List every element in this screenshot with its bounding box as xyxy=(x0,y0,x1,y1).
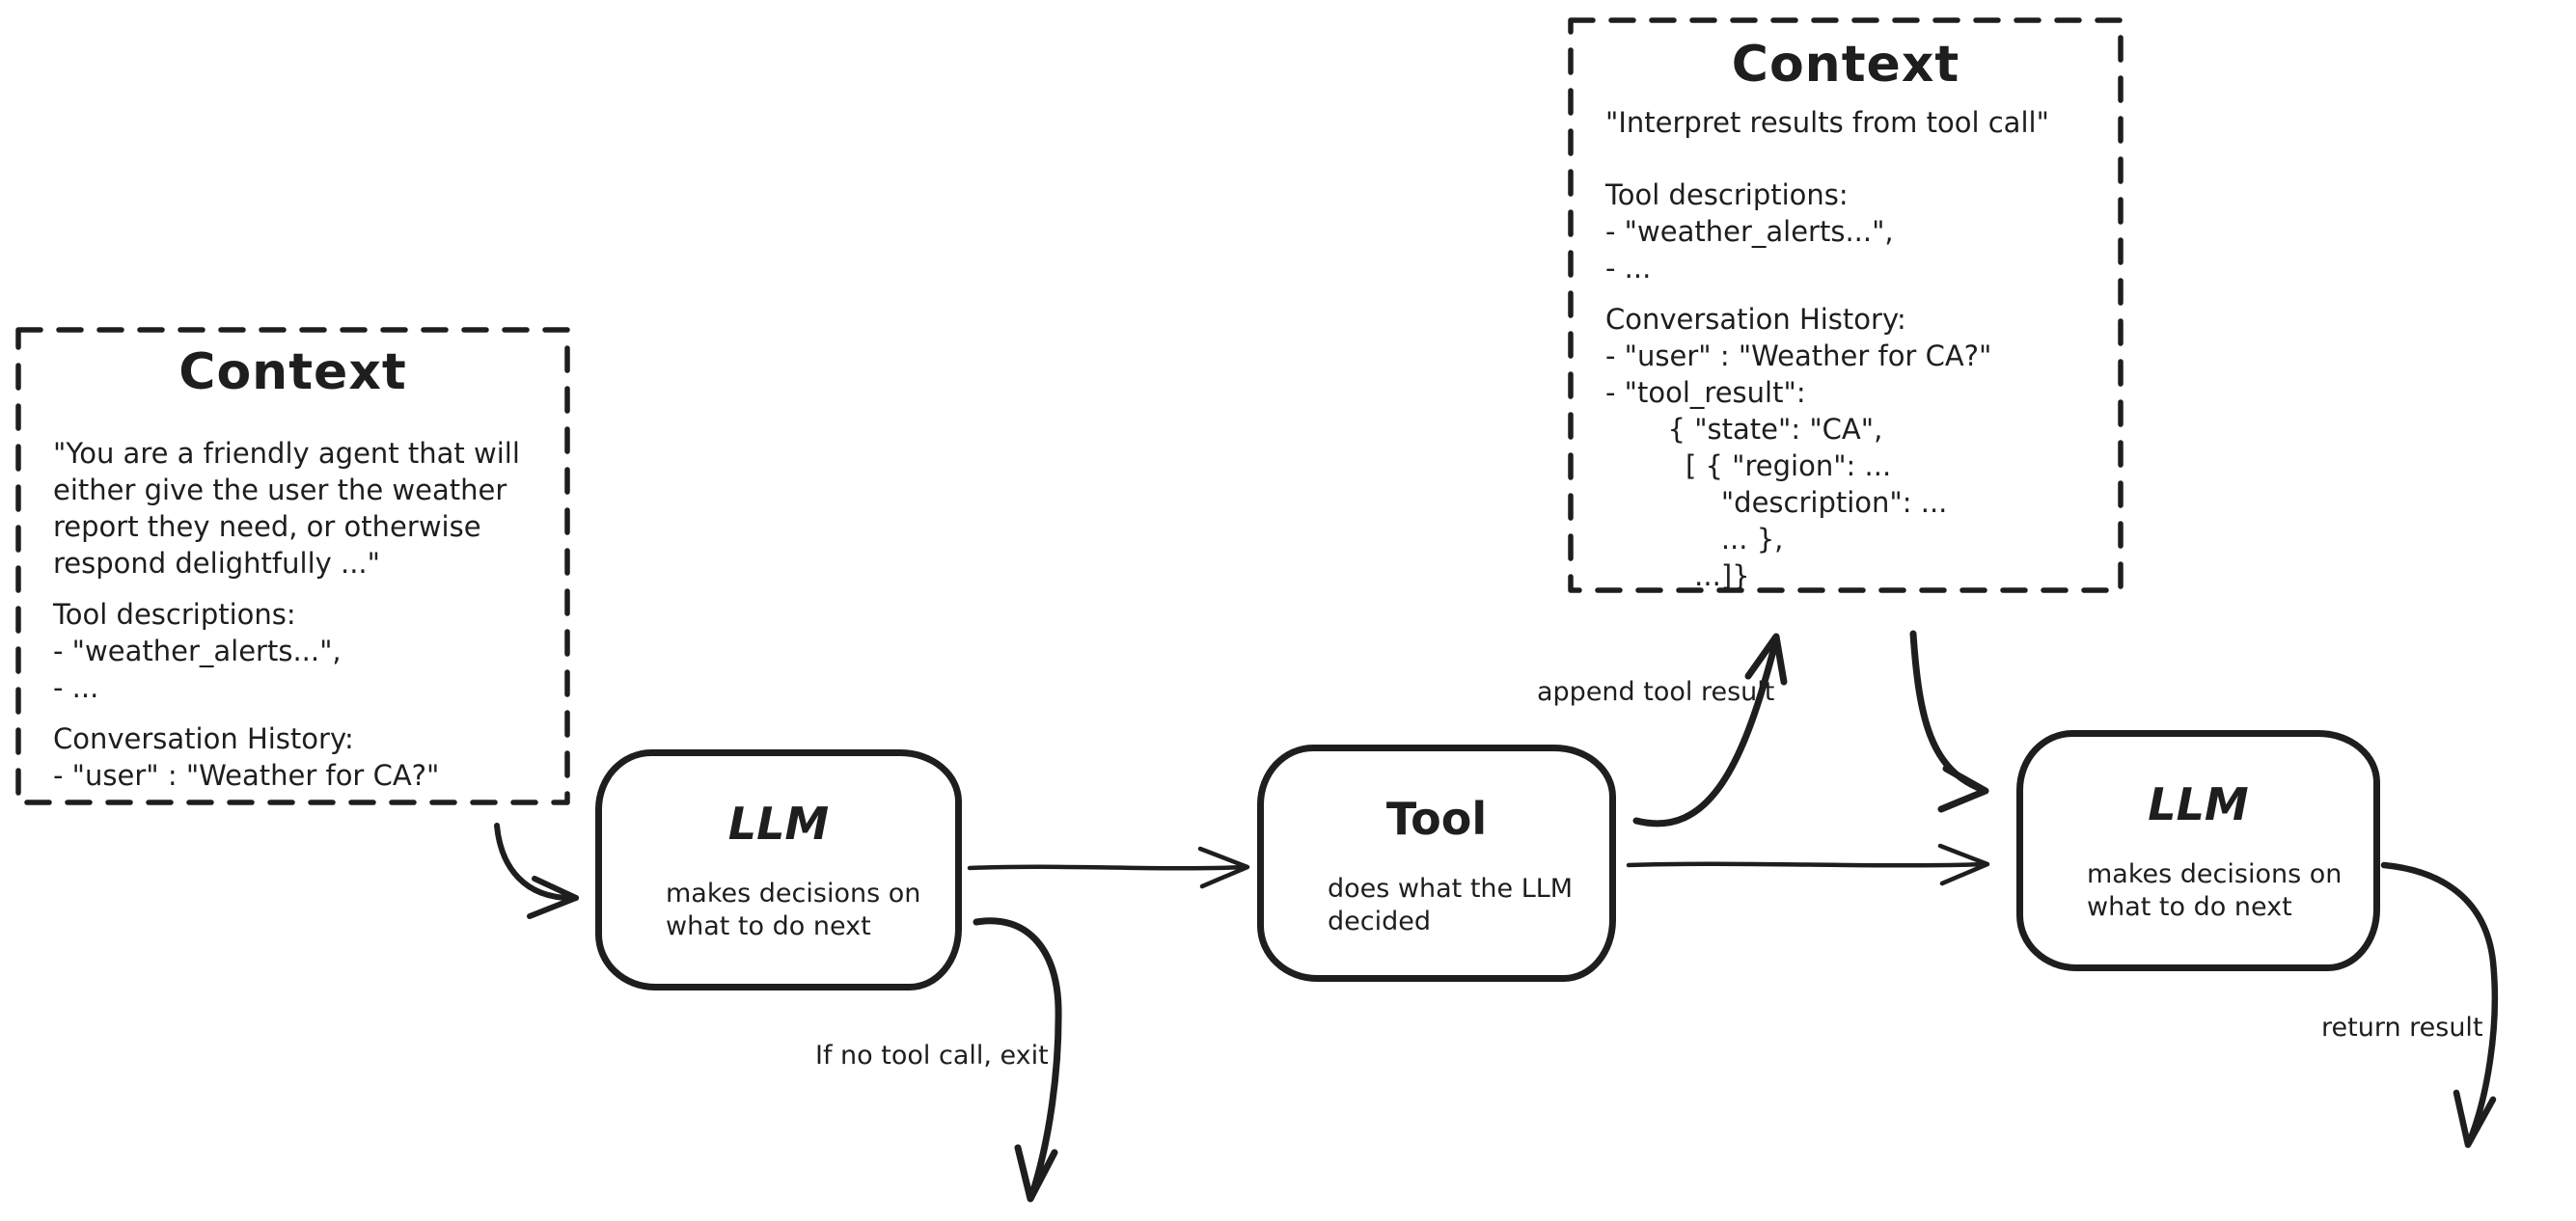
context-line: - "user" : "Weather for CA?" xyxy=(1605,339,1992,372)
context-line: - ... xyxy=(53,671,99,704)
llm2-title: LLM xyxy=(2148,778,2249,830)
spacer xyxy=(53,706,533,720)
context-line: "Interpret results from tool call" xyxy=(1605,106,2049,139)
context-line: "You are a friendly agent that will xyxy=(53,437,520,470)
context-left-body: "You are a friendly agent that will eith… xyxy=(53,435,533,794)
context-line: ... }, xyxy=(1605,523,1784,556)
context-line: report they need, or otherwise xyxy=(53,510,481,543)
context-line: either give the user the weather xyxy=(53,474,507,506)
arrow-exit xyxy=(973,917,1062,1203)
spacer xyxy=(1605,141,2086,176)
context-line: Tool descriptions: xyxy=(1605,178,1849,211)
spacer xyxy=(53,582,533,596)
arrow-return-result xyxy=(2380,861,2499,1149)
tool-node: Tool does what the LLM decided xyxy=(1257,745,1616,982)
spacer xyxy=(1605,286,2086,301)
arrow-tool-to-llm2 xyxy=(1626,843,1990,886)
label-append-tool-result: append tool result xyxy=(1537,677,1775,707)
arrow-context2-to-llm2 xyxy=(1909,630,1989,813)
label-if-no-tool-call-exit: If no tool call, exit xyxy=(815,1041,1049,1071)
context-line: Tool descriptions: xyxy=(53,598,296,631)
context-right-box: Context "Interpret results from tool cal… xyxy=(1571,20,2121,592)
context-line: "description": ... xyxy=(1605,486,1948,519)
context-line: Conversation History: xyxy=(53,722,354,755)
llm2-node: LLM makes decisions on what to do next xyxy=(2016,730,2380,971)
llm1-title: LLM xyxy=(727,798,830,850)
llm1-node: LLM makes decisions on what to do next xyxy=(595,749,962,990)
arrow-append-tool-result xyxy=(1632,633,1788,828)
context-left-box: Context "You are a friendly agent that w… xyxy=(18,330,567,802)
arrow-llm-to-tool xyxy=(967,846,1250,889)
context-line: - "user" : "Weather for CA?" xyxy=(53,759,440,792)
label-return-result: return result xyxy=(2321,1013,2483,1043)
llm1-subtitle: makes decisions on what to do next xyxy=(666,879,921,941)
context-line: ...]} xyxy=(1605,559,1750,592)
context-right-title: Context xyxy=(1731,36,1960,94)
llm2-subtitle: makes decisions on what to do next xyxy=(2087,859,2343,922)
tool-title: Tool xyxy=(1385,793,1488,845)
context-line: - ... xyxy=(1605,252,1652,285)
context-left-title: Context xyxy=(178,343,407,401)
context-line: [ { "region": ... xyxy=(1605,449,1892,482)
context-line: respond delightfully ..." xyxy=(53,547,380,580)
context-line: - "tool_result": xyxy=(1605,376,1806,409)
context-left-border xyxy=(15,327,570,805)
arrow-context-to-llm xyxy=(494,823,579,919)
context-line: - "weather_alerts...", xyxy=(1605,215,1894,248)
context-line: - "weather_alerts...", xyxy=(53,635,342,667)
context-line: Conversation History: xyxy=(1605,303,1906,336)
tool-subtitle: does what the LLM decided xyxy=(1328,874,1574,936)
context-right-body: "Interpret results from tool call" Tool … xyxy=(1605,104,2086,594)
context-line: { "state": "CA", xyxy=(1605,413,1883,446)
context-right-border xyxy=(1568,17,2124,593)
